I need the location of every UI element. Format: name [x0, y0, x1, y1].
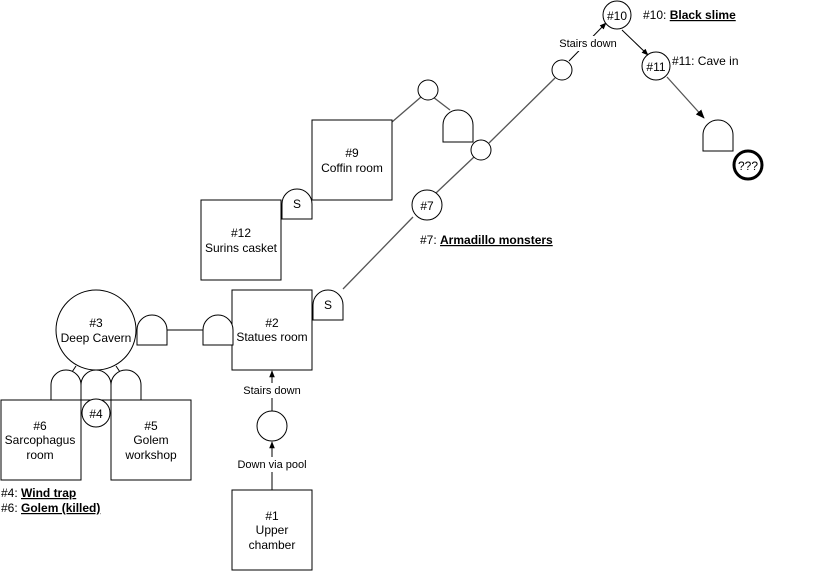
edge-labels: Down via pool Stairs down Stairs down [235, 36, 620, 472]
room-r5-name-2: workshop [124, 448, 177, 462]
note-n6-prefix: #6: [1, 501, 21, 515]
room-r5-number: #5 [144, 419, 158, 433]
door-r5-top [110, 369, 142, 401]
node-n4[interactable]: #4 [81, 398, 111, 428]
door-r9-east [442, 109, 474, 143]
node-n4-label: #4 [89, 407, 103, 421]
room-r2[interactable]: #2 Statues room [231, 289, 313, 371]
node-junction[interactable] [470, 139, 492, 161]
node-n11-label: #11 [646, 60, 665, 74]
note-n7: #7: Armadillo monsters [420, 233, 553, 247]
note-n10-prefix: #10: [643, 8, 670, 22]
note-n11: #11: Cave in [672, 54, 739, 68]
room-r1[interactable]: #1 Upper chamber [231, 489, 313, 571]
note-n4: #4: Wind trap [1, 486, 76, 500]
edge-r9-node [391, 96, 422, 123]
door-r6-top [50, 369, 82, 401]
room-r2-number: #2 [265, 316, 279, 330]
room-r3[interactable]: #3 Deep Cavern [55, 289, 137, 371]
room-r3-name: Deep Cavern [61, 331, 132, 345]
node-unknown-label: ??? [738, 159, 758, 173]
edge-label-stairs-r2: Stairs down [243, 385, 300, 397]
secret-door-r2[interactable]: S [312, 289, 344, 321]
node-n11[interactable]: #11 [641, 51, 671, 81]
room-r1-name: Upper [256, 523, 289, 537]
door-unknown [702, 119, 734, 152]
note-n4-link[interactable]: Wind trap [21, 486, 76, 500]
node-n7[interactable]: #7 [411, 189, 443, 221]
edge-node-door [432, 96, 451, 111]
room-r12[interactable]: #12 Surins casket [200, 199, 282, 281]
room-r6-name-2: room [26, 448, 53, 462]
nodes [256, 59, 573, 442]
secret-door-r12-label: S [293, 197, 301, 211]
room-r1-name-2: chamber [249, 538, 296, 552]
node-n10[interactable]: #10 [602, 0, 632, 30]
room-r6-name: Sarcophagus [5, 433, 76, 447]
node-r9-junction[interactable] [417, 79, 439, 101]
note-n6: #6: Golem (killed) [1, 501, 100, 515]
room-r9[interactable]: #9 Coffin room [311, 119, 393, 201]
door-r3-east [136, 314, 168, 346]
note-n7-link[interactable]: Armadillo monsters [440, 233, 553, 247]
secret-door-r2-label: S [324, 298, 332, 312]
note-n10: #10: Black slime [643, 8, 736, 22]
edge-n7-junction [435, 156, 475, 194]
room-r5-name: Golem [133, 433, 168, 447]
notes: #10: Black slime #11: Cave in #7: Armadi… [1, 8, 739, 515]
edge-r2-n7 [342, 216, 414, 290]
secret-door-r12[interactable]: S [281, 188, 313, 220]
node-n10-label: #10 [607, 9, 627, 23]
room-r6[interactable]: #6 Sarcophagus room [0, 399, 82, 481]
room-r12-number: #12 [231, 226, 251, 240]
note-n10-link[interactable]: Black slime [670, 8, 736, 22]
note-n7-prefix: #7: [420, 233, 440, 247]
room-r12-name: Surins casket [205, 241, 278, 255]
room-r5[interactable]: #5 Golem workshop [110, 399, 192, 481]
edge-label-stairs-n10: Stairs down [559, 38, 616, 50]
edge-n10-n11 [621, 29, 649, 56]
node-n7-label: #7 [420, 199, 434, 213]
edge-junction-stairs [488, 77, 556, 144]
room-r3-number: #3 [89, 316, 103, 330]
node-stairs[interactable] [551, 59, 573, 81]
doors [50, 109, 734, 401]
room-r9-number: #9 [345, 146, 359, 160]
room-r2-name: Statues room [236, 330, 307, 344]
note-n4-prefix: #4: [1, 486, 21, 500]
room-r1-number: #1 [265, 509, 279, 523]
node-unknown[interactable]: ??? [732, 149, 764, 181]
room-r6-number: #6 [33, 419, 47, 433]
note-n6-link[interactable]: Golem (killed) [21, 501, 100, 515]
node-pool[interactable] [256, 410, 288, 442]
edge-label-pool: Down via pool [237, 459, 306, 471]
door-r2-west [202, 314, 234, 346]
door-r3-south [80, 369, 112, 401]
room-r9-name: Coffin room [321, 161, 383, 175]
edge-n11-door [666, 76, 705, 119]
